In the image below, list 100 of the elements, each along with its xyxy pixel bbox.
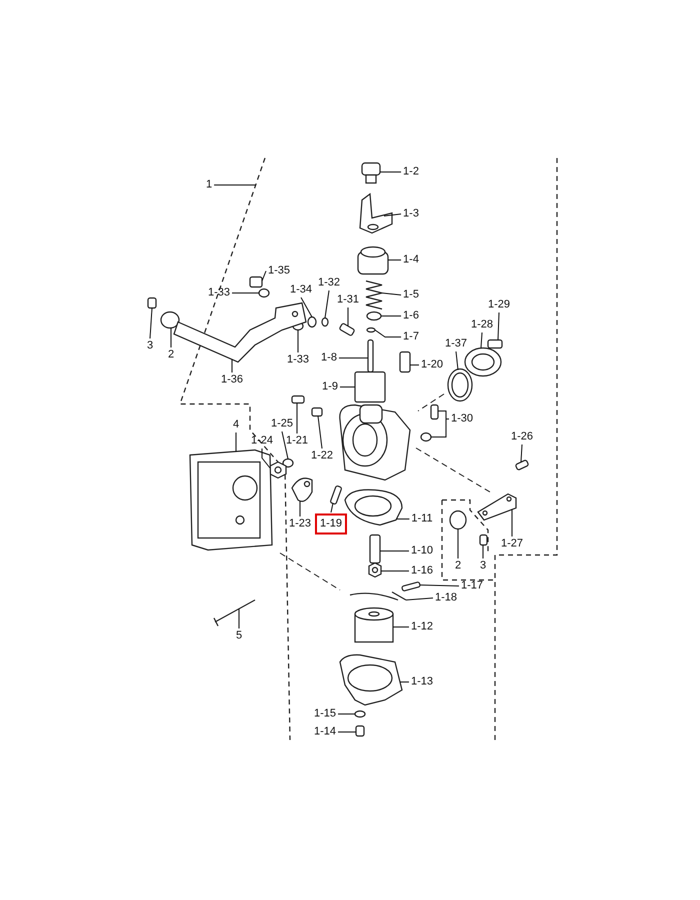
washer (420, 432, 432, 442)
needle (367, 339, 374, 373)
callout-number: 1-5 (402, 288, 420, 302)
callout-number: 1-4 (402, 254, 420, 266)
leader-line (170, 328, 172, 348)
callout-number: 1-15 (312, 708, 338, 720)
callout-number: 1-13 (410, 676, 434, 688)
leader-line (380, 550, 410, 552)
knob (249, 276, 263, 288)
leader-line (296, 402, 298, 434)
callout-number: 1-14 (312, 726, 338, 738)
float-bowl (339, 654, 403, 706)
spring (311, 407, 323, 417)
callout-number: 1-24 (250, 434, 274, 448)
knob (160, 311, 180, 329)
washer (366, 311, 382, 321)
washer (354, 710, 366, 718)
callout-number: 1-16 (410, 564, 434, 578)
screw (355, 725, 365, 737)
callout-number: 1 (204, 178, 214, 192)
callout-number: 3 (146, 340, 154, 352)
leader-line (382, 292, 402, 296)
cap (357, 246, 389, 275)
leader-line (498, 312, 500, 340)
leader-line (406, 598, 434, 600)
callout-number: 1-37 (444, 338, 468, 350)
spring (330, 484, 342, 506)
callout-number: 1-36 (220, 374, 244, 386)
washer (258, 288, 270, 298)
callout-number: 1-21 (284, 434, 310, 448)
leader-line (300, 297, 312, 318)
leader-line (262, 270, 266, 282)
leader-line (282, 431, 288, 460)
callout-number: 4 (232, 418, 240, 432)
callout-number: 3 (478, 560, 488, 572)
callout-number: 1-3 (402, 208, 420, 220)
o-ring (447, 368, 473, 402)
leader-line (380, 570, 410, 572)
callout-number: 1-33 (286, 354, 310, 366)
plate (291, 478, 313, 502)
lever (477, 493, 517, 521)
clip (366, 327, 376, 333)
leader-line (324, 290, 330, 318)
callout-number: 1-17 (460, 580, 484, 592)
callout-number: 1-23 (288, 518, 312, 530)
jet (369, 534, 381, 564)
leader-line (374, 330, 402, 338)
leader-line (318, 416, 322, 449)
carburetor-body (339, 404, 411, 481)
callout-number: 1-7 (402, 330, 420, 344)
bracket (359, 192, 393, 234)
screw (487, 339, 503, 349)
pin (401, 581, 421, 592)
screw (479, 534, 488, 546)
spring (365, 280, 383, 310)
callout-number: 1-18 (434, 592, 458, 604)
leader-line (384, 214, 402, 216)
callout-number: 1-32 (316, 276, 342, 290)
leader-line (420, 584, 460, 586)
leader-line (392, 626, 410, 628)
gasket (344, 489, 403, 526)
clamp (464, 347, 502, 377)
callout-number: 2 (454, 560, 462, 572)
leader-line (482, 544, 484, 559)
screw (291, 395, 305, 404)
callout-number: 1-31 (336, 294, 360, 306)
leader-line (232, 292, 260, 294)
knob (449, 510, 467, 530)
screw (430, 404, 439, 420)
float (354, 607, 394, 643)
screw (213, 599, 256, 627)
washer (282, 458, 294, 468)
screw (147, 297, 157, 309)
lever (173, 302, 307, 363)
callout-number: 1-11 (410, 512, 434, 526)
callout-number: 1-6 (402, 310, 420, 322)
callout-number: 1-22 (310, 450, 334, 462)
leader-line (214, 184, 256, 186)
leader-line (410, 364, 420, 366)
leader-line (396, 518, 410, 520)
callout-number: 5 (234, 630, 244, 642)
leader-line (520, 444, 522, 462)
nipple (399, 351, 411, 373)
nut (368, 562, 382, 578)
callout-number: 1-27 (500, 538, 524, 550)
leader-line (150, 308, 152, 339)
callout-number: 1-20 (420, 358, 444, 372)
callout-number: 1-28 (470, 318, 494, 332)
leader-line (480, 332, 482, 348)
leader-line (330, 502, 334, 513)
callout-number: 1-12 (410, 620, 434, 634)
callout-number: 1-8 (320, 352, 338, 364)
callout-number: 1-29 (486, 298, 512, 312)
bolt (361, 162, 381, 184)
leader-line (456, 351, 458, 370)
callout-number: 1-30 (450, 412, 474, 426)
callout-number: 1-25 (270, 418, 294, 430)
air-filter-drawing (189, 449, 273, 551)
leader-line (339, 386, 356, 388)
piston (354, 371, 386, 403)
